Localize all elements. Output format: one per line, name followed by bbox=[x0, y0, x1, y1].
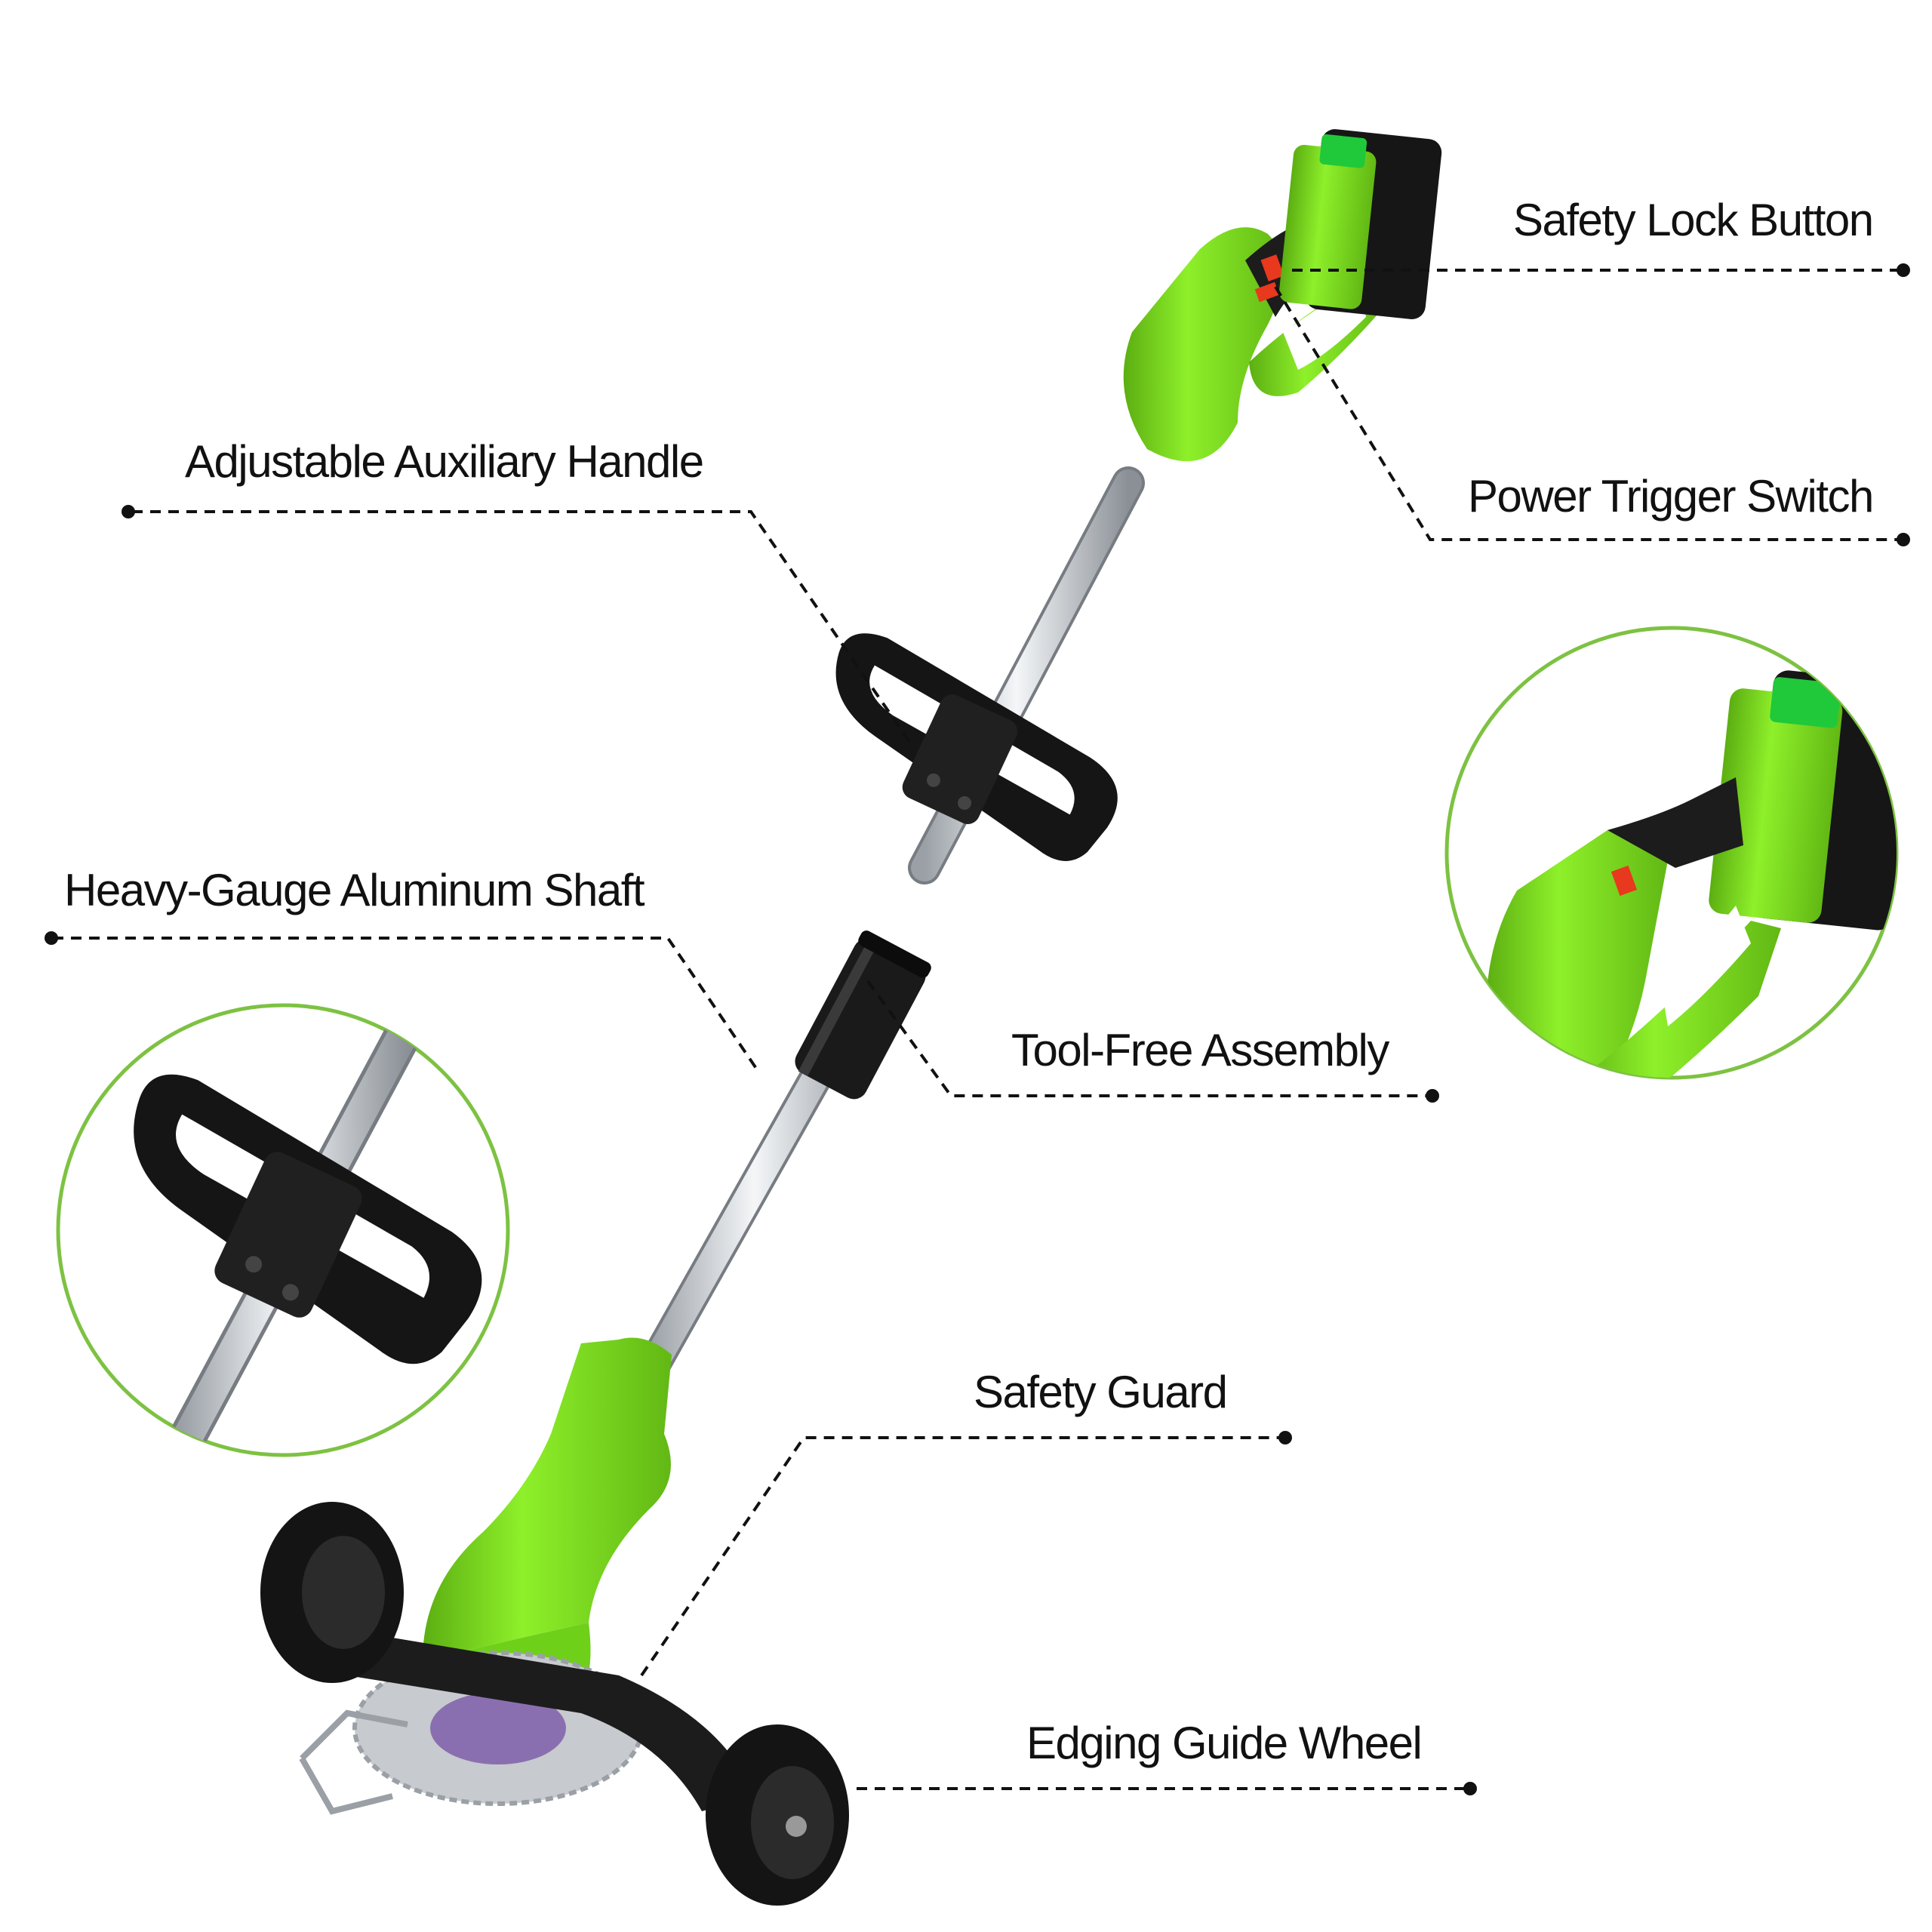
callout-tool-free-assembly: Tool-Free Assembly bbox=[1011, 1025, 1389, 1075]
aux-handle-detail bbox=[134, 1008, 482, 1455]
trigger-red bbox=[1260, 254, 1284, 281]
callout-heavy-gauge-aluminum-shaft: Heavy-Gauge Aluminum Shaft bbox=[64, 865, 645, 915]
callout-power-trigger-switch: Power Trigger Switch bbox=[1468, 471, 1874, 521]
auxiliary-handle bbox=[835, 633, 1118, 861]
callout-edging-guide-wheel: Edging Guide Wheel bbox=[1026, 1718, 1423, 1768]
callout-safety-guard: Safety Guard bbox=[974, 1367, 1228, 1417]
wheel-assembly bbox=[260, 1502, 849, 1906]
battery bbox=[1278, 129, 1442, 320]
callout-adjustable-auxiliary-handle: Adjustable Auxiliary Handle bbox=[185, 436, 704, 487]
leader-lines bbox=[45, 263, 1910, 1795]
tool-free-collar bbox=[795, 931, 931, 1100]
callout-safety-lock-button: Safety Lock Button bbox=[1513, 195, 1874, 245]
